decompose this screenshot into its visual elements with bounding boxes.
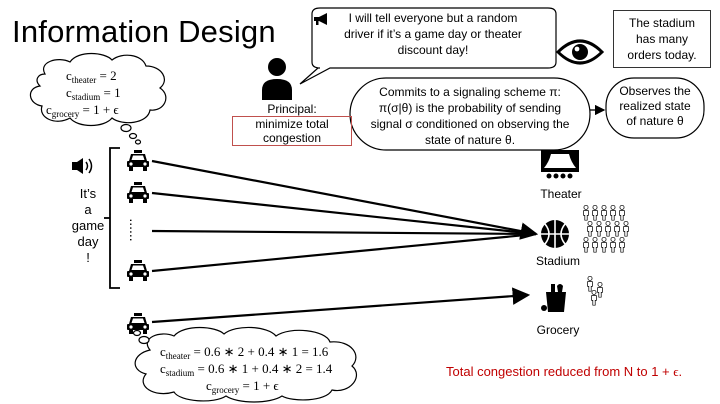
speech-line: driver if it’s a game day or theater [344, 27, 522, 41]
commit-bubble [349, 77, 591, 151]
total-congestion-note: Total congestion reduced from N to 1 + ϵ… [446, 364, 683, 379]
game-day-line: game [71, 218, 105, 233]
top-cloud-line-1: ctheater = 2 [66, 68, 117, 86]
stadium-note-line: orders today. [627, 48, 697, 62]
stadium-note-line: has many [635, 32, 689, 46]
theater-label: Theater [540, 187, 582, 201]
bottom-cloud-line-2: cstadium = 0.6 ∗ 1 + 0.4 ∗ 2 = 1.4 [160, 361, 333, 379]
eye-icon [555, 39, 605, 65]
game-day-line: a [84, 202, 92, 217]
car-icon [127, 182, 149, 203]
stadium-note: The stadium has many orders today. [613, 10, 711, 68]
theater-icon [541, 150, 579, 179]
car-icon [127, 260, 149, 281]
game-day-text: It’s a game day ! [68, 186, 108, 266]
bracket [109, 147, 120, 289]
speech-text: I will tell everyone but a random driver… [318, 10, 548, 58]
game-day-line: ! [86, 250, 90, 265]
megaphone-icon [314, 13, 327, 25]
basketball-icon [541, 220, 569, 248]
observe-line: realized state [619, 99, 691, 113]
principal-goal: minimize total congestion [232, 116, 352, 146]
grocery-label: Grocery [536, 323, 580, 337]
observe-bubble [605, 77, 705, 139]
person-icon [262, 58, 292, 100]
ellipsis-dots: ...... [127, 218, 143, 241]
bottom-cloud-line-1: ctheater = 0.6 ∗ 2 + 0.4 ∗ 1 = 1.6 [160, 344, 329, 362]
routes-to-stadium [151, 159, 539, 273]
bottom-cloud-line-3: cgrocery = 1 + ϵ [206, 378, 279, 396]
top-thought-cloud [29, 52, 167, 145]
observe-line: Observes the [619, 84, 691, 98]
commit-text: Commits to a signaling scheme π: π(σ|θ) … [360, 84, 580, 148]
game-day-line: It’s [79, 186, 97, 201]
principal-title: Principal: [267, 102, 317, 116]
speaker-icon [72, 158, 93, 174]
commit-line: Commits to a signaling scheme π: [379, 85, 561, 99]
crowd-icon [583, 205, 629, 253]
grocery-crowd-icon [587, 276, 603, 306]
speech-line: I will tell everyone but a random [348, 11, 518, 25]
stadium-note-line: The stadium [628, 16, 696, 30]
observe-text: Observes the realized state of nature θ [612, 84, 698, 129]
commit-line: signal σ conditioned on observing the [370, 117, 570, 131]
commit-line: state of nature θ. [424, 133, 516, 147]
route-to-grocery [151, 287, 531, 324]
speech-line: discount day! [397, 43, 469, 57]
principal-label: Principal: minimize total congestion [232, 102, 352, 146]
grocery-icon [541, 284, 566, 312]
stadium-label: Stadium [535, 254, 581, 268]
game-day-line: day [77, 234, 99, 249]
top-cloud-line-3: cgrocery = 1 + ϵ [46, 102, 119, 120]
top-cloud-line-2: cstadium = 1 [66, 85, 121, 103]
page-title: Information Design [12, 14, 276, 49]
speech-bubble [299, 7, 557, 85]
commit-line: π(σ|θ) is the probability of sending [378, 101, 562, 115]
observe-line: of nature θ [626, 114, 684, 128]
car-icon [127, 150, 149, 171]
